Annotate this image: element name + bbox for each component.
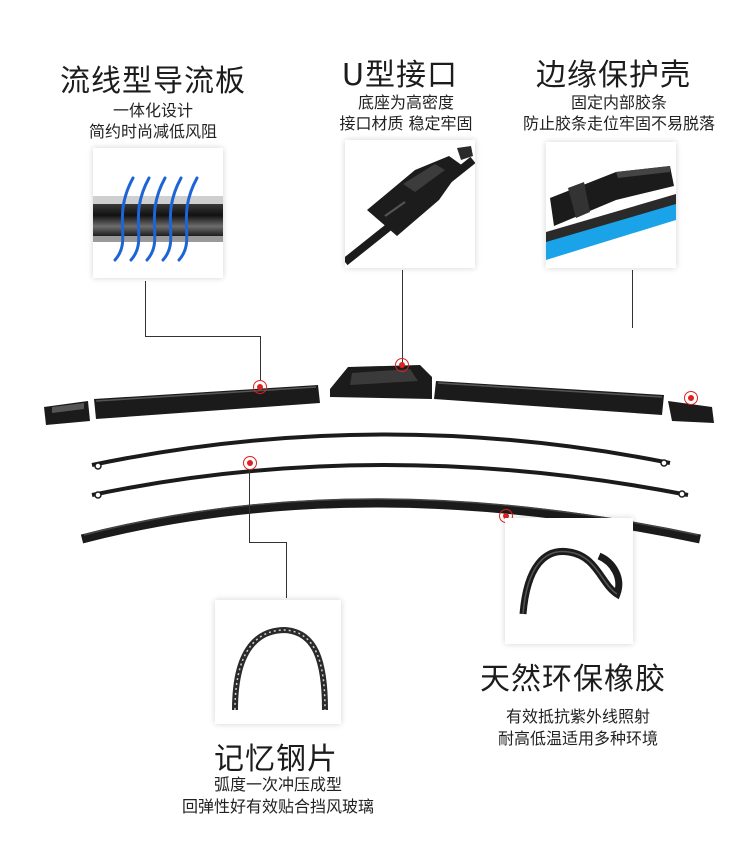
edge-shell-title: 边缘保护壳 xyxy=(536,58,691,93)
spoiler-marker xyxy=(253,380,267,394)
edge-shell-desc-line-1: 固定内部胶条 xyxy=(570,93,667,112)
steel-title: 记忆钢片 xyxy=(214,742,338,777)
edge-shell-marker xyxy=(684,391,698,405)
right-spoiler-section xyxy=(434,381,664,415)
steel-leader-horizontal xyxy=(249,542,287,543)
steel-leader-vertical-top xyxy=(249,470,250,542)
spoiler-desc-line-1: 一体化设计 xyxy=(112,101,193,120)
connector-desc-line-2: 接口材质 稳定牢固 xyxy=(339,114,473,133)
edge-shell-closeup-image xyxy=(546,142,676,268)
rubber-title: 天然环保橡胶 xyxy=(480,662,666,697)
edge-shell-leader xyxy=(632,270,633,328)
spoiler-leader-vertical xyxy=(145,281,146,336)
connector-title: U型接口 xyxy=(342,58,458,93)
spoiler-desc-line-2: 简约时尚减低风阻 xyxy=(88,122,217,141)
wiper-blade-assembly xyxy=(44,365,714,544)
steel-desc-line-2: 回弹性好有效贴合挡风玻璃 xyxy=(181,797,374,816)
steel-leader-drop xyxy=(286,542,287,598)
steel-closeup-image xyxy=(215,600,341,724)
connector-leader xyxy=(402,270,403,364)
edge-shell-desc-line-2: 防止胶条走位牢固不易脱落 xyxy=(522,114,715,133)
steel-marker xyxy=(243,456,257,470)
rubber-desc-line-1: 有效抵抗紫外线照射 xyxy=(505,707,650,726)
spoiler-title: 流线型导流板 xyxy=(60,64,246,99)
rubber-closeup-image xyxy=(505,518,633,644)
steel-strip-bottom xyxy=(91,463,689,497)
connector-marker xyxy=(395,358,409,372)
rubber-desc-line-2: 耐高低温适用多种环境 xyxy=(497,729,658,748)
steel-strip-top xyxy=(91,432,671,467)
left-spoiler-section xyxy=(94,385,320,419)
spoiler-leader-horizontal xyxy=(145,336,261,337)
connector-desc-line-1: 底座为高密度 xyxy=(357,93,454,112)
spoiler-closeup-image xyxy=(93,148,223,278)
connector-closeup-image xyxy=(345,140,475,268)
right-end-cap xyxy=(668,401,714,423)
steel-desc-line-1: 弧度一次冲压成型 xyxy=(213,775,342,794)
airflow-icon xyxy=(113,176,199,262)
spoiler-leader-drop xyxy=(260,336,261,380)
